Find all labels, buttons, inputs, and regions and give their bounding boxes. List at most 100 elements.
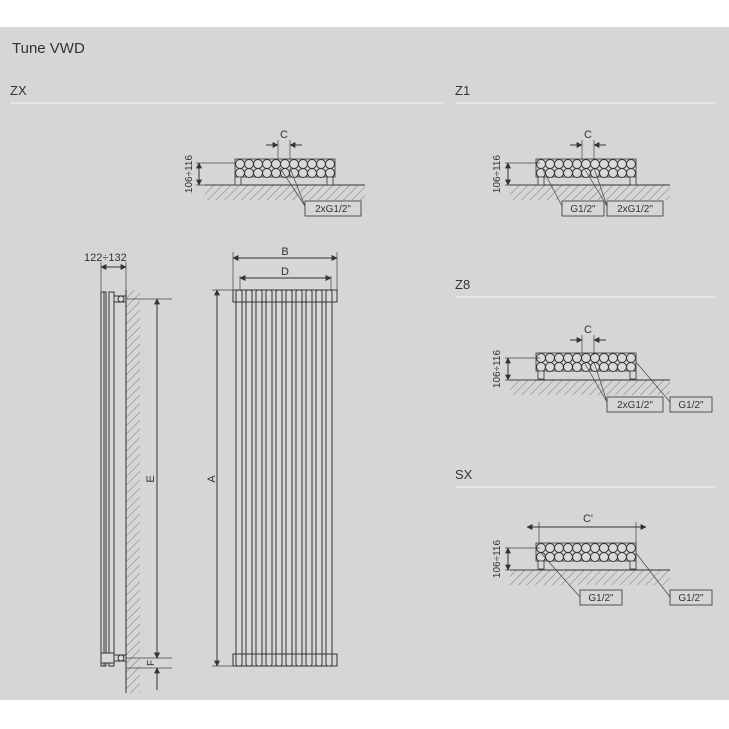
tube-section [626, 168, 636, 178]
tube-section [316, 168, 326, 178]
tube-section [590, 362, 600, 372]
tube-section [280, 159, 290, 169]
height-range-label: 106÷116 [184, 155, 195, 194]
tube-section [563, 159, 573, 169]
dimension-a-label: A [206, 475, 218, 483]
sx-top-tubes [535, 542, 637, 570]
dimension-c-prime-label: C' [583, 513, 593, 525]
tube-section [554, 353, 564, 363]
tube-section [289, 159, 299, 169]
section-label-sx: SX [455, 467, 473, 482]
tube-section [244, 168, 254, 178]
connection-callout: 2xG1/2" [315, 204, 351, 215]
section-label-z8: Z8 [455, 277, 470, 292]
sx-top-view: C' 106÷116 G1/2" G1/2" [492, 513, 713, 606]
tube-section [298, 159, 308, 169]
tube-section [554, 168, 564, 178]
tube-section [590, 353, 600, 363]
front-tubes [232, 289, 338, 667]
tube-section [554, 543, 564, 553]
connection-callout-single: G1/2" [588, 593, 614, 604]
tube-section [599, 353, 609, 363]
floor-hatch [205, 185, 365, 200]
top-collector [232, 289, 338, 303]
bottom-collector [232, 653, 338, 667]
connection-callout-double: 2xG1/2" [617, 400, 653, 411]
tube-section [563, 168, 573, 178]
radiator-tube [315, 289, 323, 667]
depth-dimension-label: 122÷132 [84, 252, 127, 264]
tube-section [599, 362, 609, 372]
tube-section [545, 362, 555, 372]
dimension-b-label: B [281, 246, 288, 258]
tube-section [572, 168, 582, 178]
dimension-c-label: C [280, 129, 288, 141]
dimension-c-label: C [584, 324, 592, 336]
tube-section [271, 159, 281, 169]
z8-top-tubes [535, 352, 637, 380]
tube-section [617, 543, 627, 553]
tube-section [572, 353, 582, 363]
tube-section [554, 362, 564, 372]
tube-section [626, 159, 636, 169]
radiator-tube [325, 289, 333, 667]
tube-section [545, 168, 555, 178]
tube-section [617, 362, 627, 372]
radiator-tube [235, 289, 243, 667]
tube-section [244, 159, 254, 169]
bracket [537, 176, 545, 186]
tube-section [626, 552, 636, 562]
radiator-tube [295, 289, 303, 667]
tube-section [325, 168, 335, 178]
tube-section [590, 543, 600, 553]
tube-section [608, 362, 618, 372]
tube-section [626, 543, 636, 553]
bracket [629, 560, 637, 570]
bracket [537, 560, 545, 570]
tube-section [325, 159, 335, 169]
tube-section [581, 353, 591, 363]
tube-section [536, 159, 546, 169]
bracket [234, 176, 242, 186]
tube-section [626, 362, 636, 372]
tube-section [235, 159, 245, 169]
radiator-tube [305, 289, 313, 667]
tube-section [590, 159, 600, 169]
tube-section [572, 159, 582, 169]
tube-section [316, 159, 326, 169]
radiator-tube [255, 289, 263, 667]
tube-section [554, 159, 564, 169]
dimension-d-label: D [281, 266, 289, 278]
section-label-zx: ZX [10, 83, 27, 98]
page-title: Tune VWD [12, 40, 85, 57]
dimension-f-label: F [146, 660, 157, 666]
tube-section [262, 168, 272, 178]
dimension-e-label: E [145, 475, 157, 482]
radiator-tube [285, 289, 293, 667]
tube-section [545, 552, 555, 562]
tube-section [608, 353, 618, 363]
z8-top-view: C 106÷116 2xG1/2" G1/2" [492, 324, 713, 413]
radiator-tube [275, 289, 283, 667]
z1-top-view: C 106÷116 G1/2" 2xG1/2" [492, 129, 670, 217]
tube-section [617, 159, 627, 169]
height-range-label: 106÷116 [492, 540, 503, 579]
tube-section [617, 353, 627, 363]
connection-callout-single: G1/2" [570, 204, 596, 215]
tube-section [536, 362, 546, 372]
tube-section [271, 168, 281, 178]
tube-section [599, 159, 609, 169]
tube-section [590, 552, 600, 562]
tube-section [554, 552, 564, 562]
tube-section [581, 552, 591, 562]
bracket [629, 370, 637, 380]
bracket [629, 176, 637, 186]
tube-section [617, 552, 627, 562]
height-range-label: 106÷116 [492, 350, 503, 389]
zx-side-view: 122÷132 E F [84, 252, 172, 693]
tube-section [608, 552, 618, 562]
tube-section [608, 168, 618, 178]
zx-top-view: C 106÷116 2xG1/2" [184, 129, 365, 217]
tube-section [608, 159, 618, 169]
